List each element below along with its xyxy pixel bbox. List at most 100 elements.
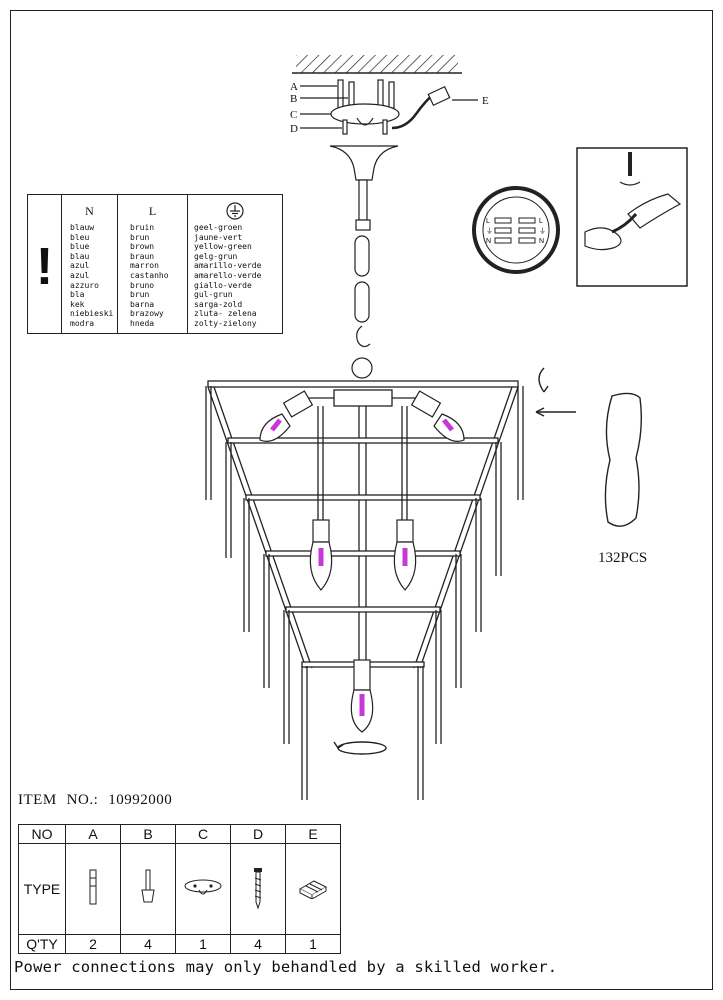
live-color: hneda [130,318,155,328]
ground-color: zluta- zelena [194,309,257,319]
neutral-color: blue [70,242,90,252]
canopy-and-chain [329,145,399,379]
live-color: braun [130,251,155,261]
terminal-left-n: N [486,238,491,245]
wire-color-table: ! N blauw bleu blue blau azul azul azzur… [27,194,283,334]
terminal-right-l: L [539,218,543,225]
live-color: barna [130,299,155,309]
live-list: bruin brun brown braun marron castanho b… [118,223,187,329]
bulbs [259,390,465,733]
crystal-count: 132PCS [598,550,648,566]
live-color: brazowy [130,309,164,319]
neutral-color: kek [70,299,85,309]
neutral-color: bleu [70,232,90,242]
neutral-color: niebieski [70,309,114,319]
bulb-mid-right [393,519,417,591]
terminal-left-l: L [486,218,490,225]
part-qty: 1 [285,934,341,954]
terminal-connector-detail: L ⏚ N L ⏚ N [472,186,560,274]
part-no: E [285,824,341,844]
live-color: bruno [130,280,155,290]
live-color: brun [130,232,150,242]
ground-color: sarga-zold [194,299,243,309]
hook-arrow-icon [535,367,576,417]
bulb-top-right [410,390,465,442]
ground-color: jaune-vert [194,232,243,242]
chandelier-frame [205,380,524,800]
neutral-list: blauw bleu blue blau azul azul azzuro bl… [62,223,117,329]
skilled-worker-warning: Power connections may only behandled by … [14,958,558,976]
live-color: marron [130,261,159,271]
ground-color: yellow-green [194,242,252,252]
parts-qty-row: Q'TY 2 4 1 4 1 [18,934,341,954]
live-color: brun [130,290,150,300]
neutral-color: azul [70,261,90,271]
parts-letters: A B C D E [290,81,489,135]
terminal-block-icon [298,879,328,900]
mounting-hardware [300,79,478,135]
part-qty: 4 [120,934,176,954]
mounting-plate-icon [184,879,222,894]
bulb-mid-left [309,519,333,591]
type-header: TYPE [18,843,66,935]
qty-header: Q'TY [18,934,66,954]
neutral-color: azul [70,270,90,280]
part-qty: 4 [230,934,286,954]
neutral-color: blau [70,251,90,261]
part-no: D [230,824,286,844]
live-color: bruin [130,223,155,232]
part-no: A [65,824,121,844]
label-a: A [290,81,298,93]
neutral-color: bla [70,290,85,300]
neutral-column: N blauw bleu blue blau azul azul azzuro … [62,195,118,333]
terminal-right-ground: ⏚ [539,227,546,235]
part-no: B [120,824,176,844]
wood-screw-icon [254,867,262,910]
ground-symbol-icon [226,202,244,220]
wall-plug-icon [141,869,155,902]
label-c: C [290,109,297,121]
neutral-color: azzuro [70,280,99,290]
ground-color: gul-grun [194,290,233,300]
ground-color: amarello-verde [194,270,262,280]
parts-header-row: NO A B C D E [18,824,341,844]
live-color: castanho [130,270,169,280]
item-number: 10992000 [108,792,173,808]
part-type-a [65,843,121,935]
parts-table: NO A B C D E TYPE Q'TY 2 4 1 4 1 [18,824,341,954]
screw-anchor-icon [89,869,97,904]
label-b: B [290,93,297,105]
label-d: D [290,123,298,135]
item-no-label: NO.: [66,792,99,808]
part-type-c [175,843,231,935]
ground-color: geel-groen [194,223,243,232]
ceiling [292,55,462,74]
ground-color: gelg-grun [194,251,238,261]
no-header: NO [18,824,66,844]
wiring-hand-detail [576,147,688,287]
neutral-color: blauw [70,223,95,232]
live-color: brown [130,242,155,252]
part-type-d [230,843,286,935]
rotate-arrow-icon [333,741,387,755]
bulb-bottom [350,659,374,733]
part-no: C [175,824,231,844]
live-header: L [148,203,157,218]
neutral-header: N [85,203,94,218]
parts-type-row: TYPE [18,843,341,935]
ground-color: amarillo-verde [194,261,262,271]
part-type-b [120,843,176,935]
warning-exclamation-icon: ! [28,195,62,333]
ground-column: geel-groen jaune-vert yellow-green gelg-… [188,195,282,333]
terminal-right-n: N [539,238,544,245]
page-frame [10,10,713,990]
crystal-piece [604,392,643,527]
part-qty: 1 [175,934,231,954]
ground-color: giallo-verde [194,280,252,290]
part-type-e [285,843,341,935]
live-column: L bruin brun brown braun marron castanho… [118,195,188,333]
bulb-top-left [259,390,314,442]
label-e: E [482,95,489,107]
